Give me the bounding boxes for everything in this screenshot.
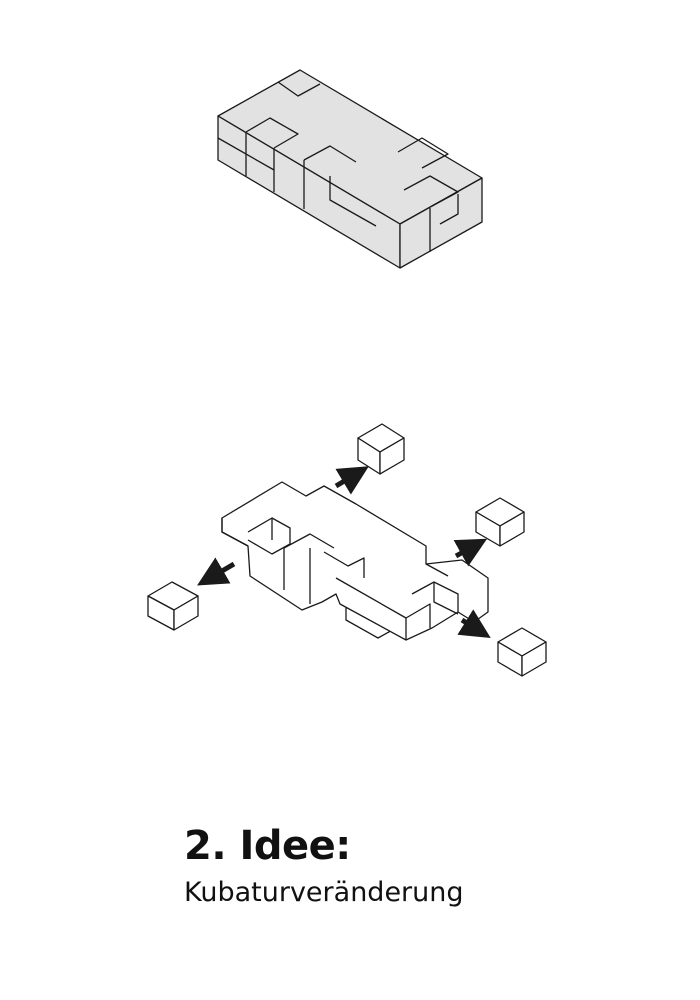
cube-right — [475, 497, 525, 547]
arrows — [197, 466, 491, 638]
isometric-diagram — [147, 69, 547, 677]
block-inner-lines — [217, 81, 459, 252]
exploded-block — [147, 423, 547, 677]
arrow-right — [453, 538, 488, 567]
caption-block: 2. Idee: Kubaturveränderung — [184, 822, 464, 910]
arrow-down-right — [457, 609, 491, 638]
cube-top — [357, 423, 405, 475]
arrow-left — [197, 557, 236, 586]
cube-bottom-right — [497, 627, 547, 677]
caption-title: 2. Idee: — [184, 823, 351, 869]
cube-left — [147, 581, 199, 631]
solid-block — [217, 69, 483, 269]
main-body-edges — [221, 517, 459, 640]
arrow-up-right — [334, 466, 369, 495]
caption-subtitle: Kubaturveränderung — [184, 877, 464, 908]
